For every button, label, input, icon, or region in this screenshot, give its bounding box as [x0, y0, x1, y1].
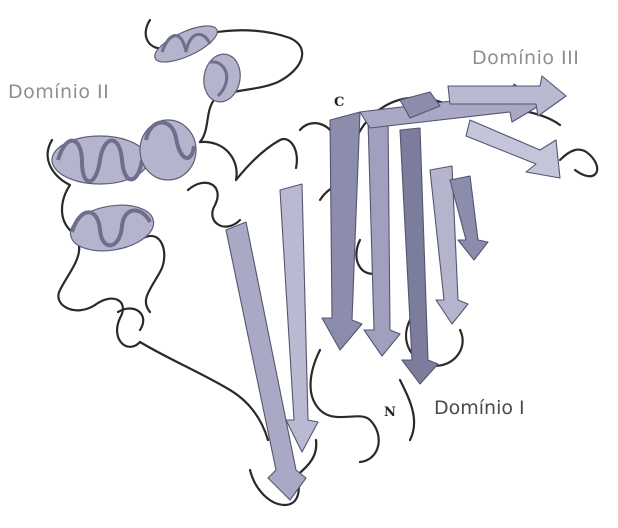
strand-10 — [466, 120, 560, 178]
label-n-terminus: N — [384, 405, 396, 420]
label-c-terminus: C — [334, 95, 344, 110]
strand-4 — [364, 116, 400, 356]
strands-domain-iii — [360, 76, 566, 178]
strand-3 — [322, 112, 362, 350]
label-domain-iii: Domínio III — [472, 47, 579, 69]
helix-2 — [200, 51, 244, 105]
helix-5 — [67, 199, 157, 257]
label-domain-ii: Domínio II — [8, 81, 109, 103]
strands-domain-i — [226, 112, 488, 500]
strand-5 — [400, 128, 438, 384]
strand-2 — [280, 184, 318, 452]
label-domain-i: Domínio I — [434, 397, 525, 419]
